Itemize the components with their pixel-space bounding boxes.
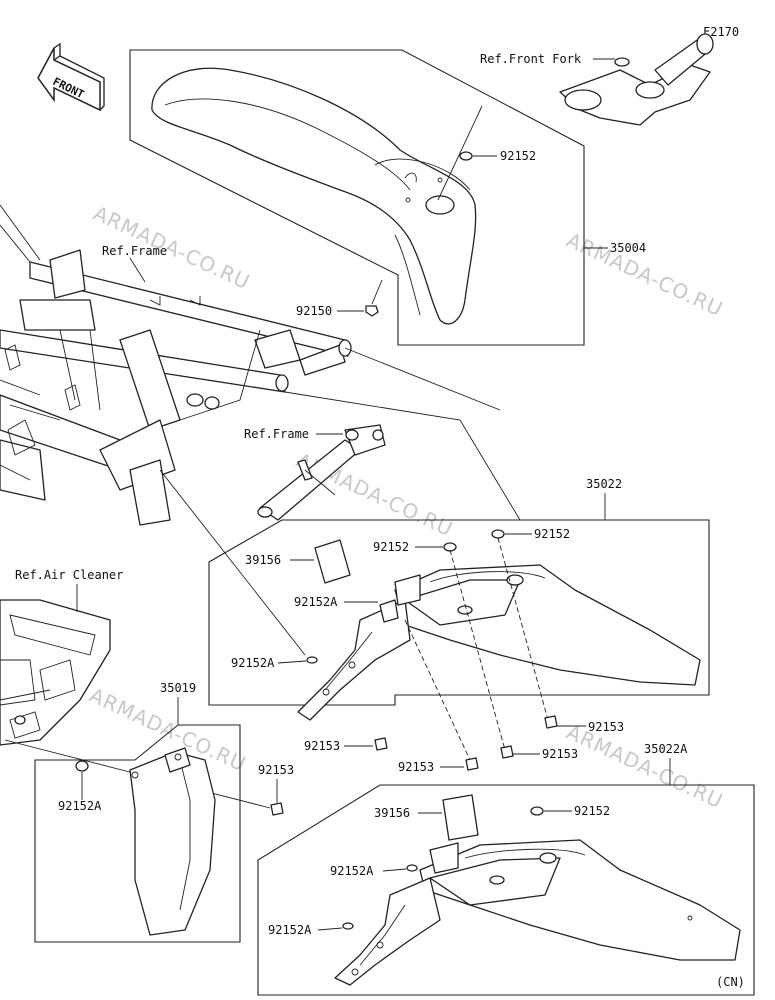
mud-flap-35019-group [34, 724, 241, 943]
label-92153-c: 92153 [304, 739, 340, 753]
bolt-92150 [365, 279, 383, 317]
figure-code: F2170 [703, 25, 739, 39]
ref-frame-label-1: Ref.Frame [102, 244, 167, 258]
washer-92152A-left [75, 760, 89, 772]
watermarks: ARMADA-CO.RU ARMADA-CO.RU ARMADA-CO.RU A… [86, 201, 727, 814]
label-92152A-b: 92152A [231, 656, 275, 670]
label-92152-d: 92152 [574, 804, 610, 818]
label-35004: 35004 [610, 241, 646, 255]
washer-92152-mid-left [443, 542, 457, 552]
washer-92152-top [459, 151, 473, 161]
clip-92152A-bottom-1 [406, 864, 418, 872]
label-39156-b: 39156 [374, 806, 410, 820]
label-92153-b: 92153 [542, 747, 578, 761]
label-92152A-d: 92152A [330, 864, 374, 878]
mud-flap-35019-frame [34, 724, 241, 943]
front-fender-35004 [151, 67, 477, 325]
clip-92152A-mid [306, 656, 318, 664]
air-cleaner-box [0, 599, 111, 746]
rear-fender-35022A-frame [257, 784, 755, 996]
label-92150: 92150 [296, 304, 332, 318]
fender-mount-hole [425, 195, 455, 215]
label-35022: 35022 [586, 477, 622, 491]
pad-39156-mid [314, 539, 351, 584]
ref-frame-label-2: Ref.Frame [244, 427, 309, 441]
bolt-92153-d [465, 757, 479, 771]
label-92152-b: 92152 [534, 527, 570, 541]
label-39156-a: 39156 [245, 553, 281, 567]
label-92152-a: 92152 [500, 149, 536, 163]
ref-air-cleaner-label: Ref.Air Cleaner [15, 568, 123, 582]
washer-92152-bottom [530, 806, 544, 816]
bolt-92153-e [270, 802, 284, 816]
rear-fender-35022A-group [257, 784, 755, 996]
rear-frame-bracket [257, 424, 386, 521]
front-fender-frame [129, 49, 585, 346]
label-92153-e: 92153 [258, 763, 294, 777]
label-92152A-a: 92152A [294, 595, 338, 609]
front-arrow-icon: FRONT [37, 42, 105, 112]
ref-front-fork-label: Ref.Front Fork [480, 52, 582, 66]
rear-fender-35022-group: Ref.Frame [208, 424, 710, 721]
pad-39156-bottom [442, 794, 479, 841]
label-92153-d: 92153 [398, 760, 434, 774]
label-92152A-c: 92152A [58, 799, 102, 813]
front-fender-group [129, 49, 585, 346]
bolt-92153-b [500, 745, 514, 759]
label-35022A: 35022A [644, 742, 688, 756]
bolt-92153-c [374, 737, 388, 751]
label-92152-c: 92152 [373, 540, 409, 554]
rear-fender-35022-frame [208, 519, 710, 706]
mud-flap-35019 [129, 751, 216, 936]
front-fork-bracket [559, 33, 714, 126]
frame-structure [0, 204, 352, 526]
label-92152A-e: 92152A [268, 923, 312, 937]
corner-note: (CN) [716, 975, 745, 989]
label-35019: 35019 [160, 681, 196, 695]
label-92153-a: 92153 [588, 720, 624, 734]
clip-92152A-bottom-2 [342, 922, 354, 930]
bolt-92153-a [544, 715, 558, 729]
washer-92152-mid-right [491, 529, 505, 539]
